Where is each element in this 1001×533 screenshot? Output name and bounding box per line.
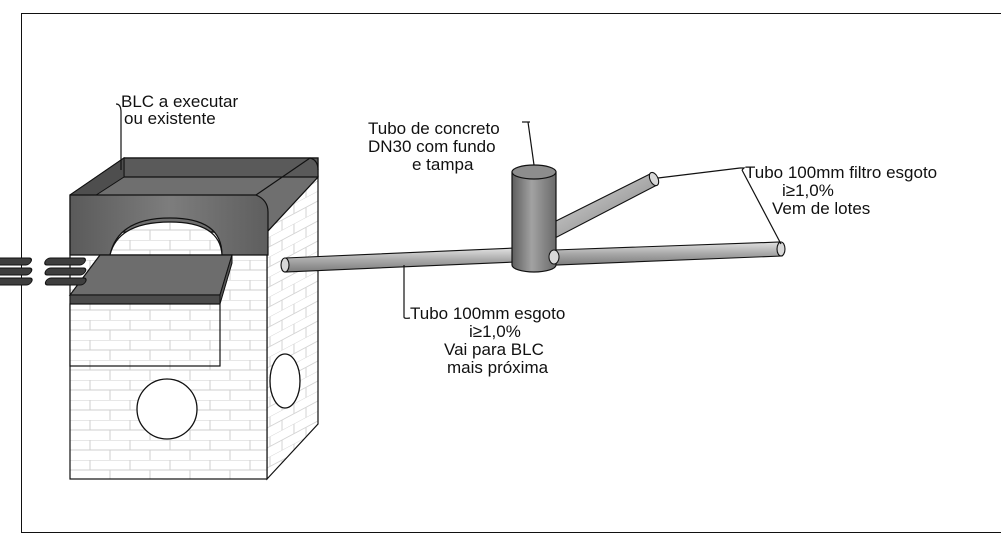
- blc-box: [0, 157, 319, 481]
- filter-pipe-branch: [549, 171, 660, 239]
- label-sewer-pipe-line-3: Vai para BLC: [444, 340, 544, 359]
- label-blc-line-2: ou existente: [124, 109, 216, 128]
- blc-front-opening: [136, 378, 198, 440]
- label-blc-line-1: BLC a executar: [121, 92, 239, 111]
- label-concrete-tube-line-1: Tubo de concreto: [368, 119, 500, 138]
- label-sewer-pipe-line-4: mais próxima: [447, 358, 549, 377]
- blc-arch-lid: [69, 194, 269, 256]
- leader-lines: [115, 103, 782, 319]
- label-sewer-pipe-line-2: i≥1,0%: [469, 322, 521, 341]
- label-concrete-tube-line-2: DN30 com fundo: [368, 137, 496, 156]
- blc-side-opening: [269, 353, 301, 409]
- label-sewer-pipe-line-1: Tubo 100mm esgoto: [410, 304, 565, 323]
- label-filter-pipe: Tubo 100mm filtro esgoto i≥1,0% Vem de l…: [745, 163, 937, 218]
- concrete-tube: [511, 164, 560, 273]
- label-concrete-tube-line-3: e tampa: [412, 155, 474, 174]
- label-blc: BLC a executar ou existente: [121, 92, 239, 128]
- drainage-diagram: BLC a executar ou existente Tubo de conc…: [0, 92, 937, 481]
- label-filter-pipe-line-1: Tubo 100mm filtro esgoto: [745, 163, 937, 182]
- blc-arch-opening: [109, 221, 223, 256]
- label-filter-pipe-line-3: Vem de lotes: [772, 199, 870, 218]
- label-sewer-pipe: Tubo 100mm esgoto i≥1,0% Vai para BLC ma…: [410, 304, 565, 377]
- filter-pipe-main: [553, 241, 786, 266]
- grate-slots: [0, 257, 87, 286]
- label-filter-pipe-line-2: i≥1,0%: [782, 181, 834, 200]
- label-concrete-tube: Tubo de concreto DN30 com fundo e tampa: [368, 119, 500, 174]
